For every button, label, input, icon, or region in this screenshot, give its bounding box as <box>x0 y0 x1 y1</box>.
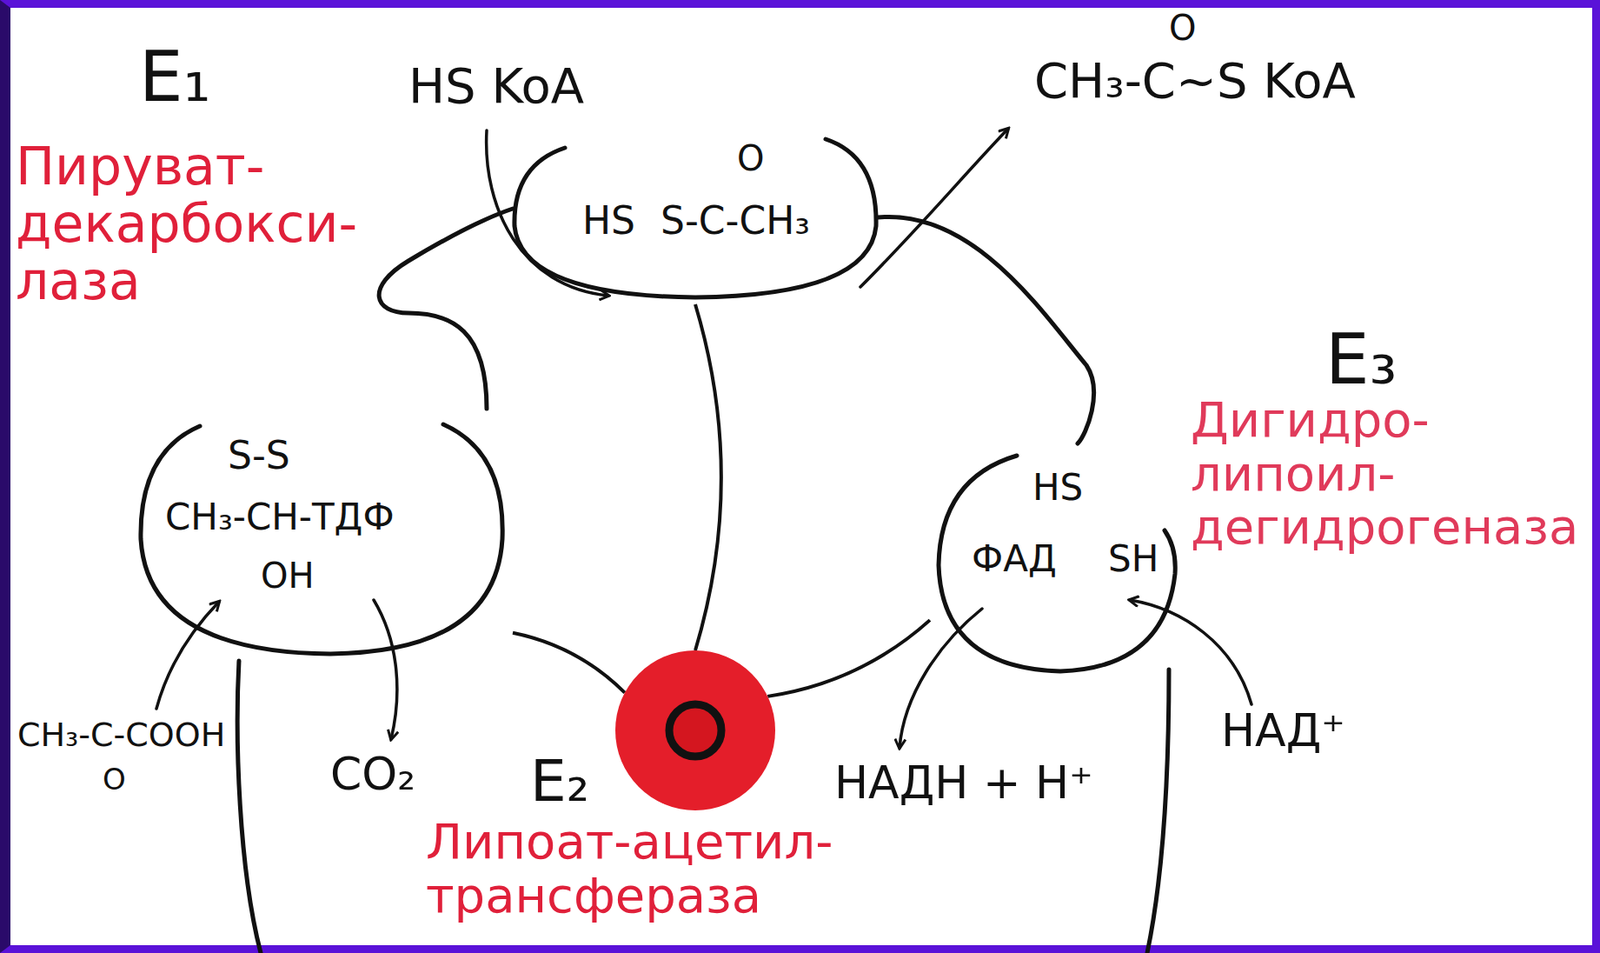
chem-formula: OH <box>260 556 315 595</box>
enzyme-name: Дигидро- липоил- дегидрогеназа <box>1190 392 1579 554</box>
lipoyl-core-outline <box>612 647 778 813</box>
enzyme-outline <box>237 660 261 953</box>
leader-arrow <box>373 599 398 739</box>
lipoyl-core: E₂Липоат-ацетил- трансфераза <box>612 647 778 813</box>
chem-label: CH₃-C-COOH <box>17 717 226 754</box>
chem-formula: HS <box>582 199 636 242</box>
enzyme-outline <box>877 216 1095 444</box>
enzyme-name: Липоат-ацетил- трансфераза <box>425 814 833 922</box>
leader-arrow <box>1129 599 1252 704</box>
chem-formula: SH <box>1108 538 1159 579</box>
chem-label: O <box>1168 8 1196 47</box>
chem-formula: ФАД <box>971 538 1057 579</box>
enzyme-name: Пируват- декарбокси- лаза <box>15 137 358 310</box>
enzyme-region: E₃Дигидро- липоил- дегидрогеназаHSSHФАД <box>1077 321 1591 583</box>
chem-label: O <box>102 763 127 796</box>
chem-formula: O <box>736 139 764 178</box>
enzyme-outline <box>378 208 513 409</box>
active-site: S-S CH₃-CH-ТДФ OH <box>130 399 513 661</box>
lipoyl-arm-site: HS S-C-CH₃ O <box>504 112 887 305</box>
chem-formula: S-C-CH₃ <box>660 199 810 242</box>
chem-label: НАДН + Н⁺ <box>834 757 1094 808</box>
chem-formula: HS <box>1032 467 1083 508</box>
enzyme-number: E₃ <box>1325 321 1398 399</box>
lipoyl-swing-line <box>695 304 722 651</box>
chem-formula: S-S <box>227 434 291 477</box>
leader-arrow <box>899 608 983 748</box>
chem-label: HS KoA <box>408 59 585 113</box>
chem-formula: CH₃-CH-ТДФ <box>165 497 395 538</box>
active-site: HS SH ФАД <box>929 443 1182 678</box>
enzyme-outline <box>1147 669 1169 953</box>
lipoyl-swing-line <box>767 619 930 697</box>
enzyme-region: E₁ Пируват- декарбокси- лазаS-S CH₃-CH-ТДФ… <box>8 34 522 678</box>
enzyme-number: E₂ <box>530 750 590 814</box>
lipoyl-swing-line <box>512 632 625 693</box>
chem-label: CO₂ <box>330 749 416 799</box>
chem-label: НАД⁺ <box>1221 705 1346 756</box>
leader-arrow <box>860 128 1009 287</box>
chem-label: CH₃-C~S KoA <box>1034 53 1356 108</box>
leader-arrow <box>156 601 220 709</box>
enzyme-number: E₁ <box>139 39 212 116</box>
